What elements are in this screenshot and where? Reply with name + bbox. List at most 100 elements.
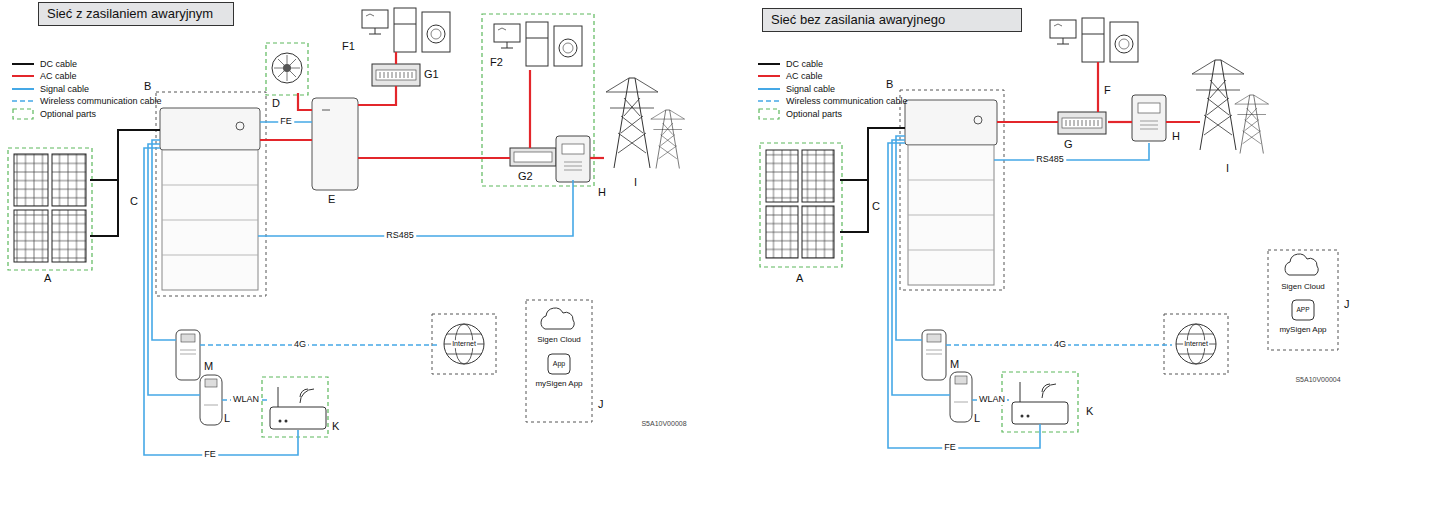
cable-label: RS485 — [384, 231, 416, 241]
component-box: I — [604, 78, 680, 170]
component-box: H — [556, 138, 590, 180]
callout-letter: E — [328, 193, 335, 205]
callout-letter: G1 — [424, 68, 439, 80]
cable-line — [358, 86, 396, 105]
component-box: G1 — [372, 64, 420, 86]
callout-letter: M — [950, 358, 959, 370]
component-box: E — [312, 98, 358, 190]
callout-letter: C — [130, 195, 138, 207]
cable-label: FE — [942, 443, 958, 453]
callout-letter: L — [224, 412, 230, 424]
cable-line — [298, 93, 312, 110]
cable-label: RS485 — [1034, 155, 1066, 165]
cable-line — [529, 70, 531, 148]
component-box: F2 — [488, 18, 588, 70]
component-box: D — [268, 45, 306, 93]
component-box: G — [1058, 112, 1108, 134]
caption-text: App — [552, 360, 566, 368]
callout-letter: G2 — [518, 170, 533, 182]
caption-text: Sigen Cloud — [537, 336, 581, 345]
callout-letter: J — [1344, 298, 1350, 310]
legend-text: Wireless communication cable — [786, 96, 908, 107]
caption-text: APP — [1295, 306, 1310, 313]
callout-letter: D — [272, 97, 280, 109]
cable-line — [997, 121, 1058, 123]
callout-letter: G — [1064, 138, 1073, 150]
cable-label: 4G — [1052, 340, 1068, 350]
callout-letter: M — [204, 360, 213, 372]
cable-line — [258, 180, 573, 236]
callout-letter: F1 — [342, 40, 355, 52]
cable-line — [90, 130, 160, 180]
component-box: L — [950, 372, 972, 422]
legend-text: Signal cable — [786, 84, 835, 95]
cable-line — [148, 144, 200, 395]
component-box: C — [162, 150, 258, 290]
component-box: Sigen CloudAPPmySigen AppJ — [1268, 250, 1338, 350]
cable-line — [395, 52, 397, 64]
cable-line — [1108, 121, 1132, 123]
component-box: C — [908, 145, 994, 285]
callout-letter: A — [44, 272, 51, 284]
component-box: F1 — [362, 8, 452, 52]
caption-text: mySigen App — [535, 380, 582, 389]
callout-letter: B — [144, 80, 151, 92]
caption-text: Internet — [1183, 340, 1209, 348]
cable-label: FE — [278, 117, 294, 127]
cable-line — [358, 157, 510, 159]
callout-letter: C — [872, 200, 880, 212]
callout-letter: A — [796, 272, 803, 284]
legend-text: DC cable — [40, 59, 77, 70]
component-box: K — [270, 385, 326, 430]
caption-text: Sigen Cloud — [1281, 283, 1325, 292]
legend-text: DC cable — [786, 59, 823, 70]
component-box: I — [1200, 60, 1272, 155]
legend-text: Wireless communication cable — [40, 96, 162, 107]
legend-text: Signal cable — [40, 84, 89, 95]
cable-line — [590, 157, 604, 159]
callout-letter: L — [974, 412, 980, 424]
callout-letter: I — [1226, 162, 1229, 174]
component-box: F — [1050, 18, 1142, 62]
legend-text: Optional parts — [40, 109, 96, 120]
cable-line — [1166, 121, 1200, 123]
legend-text: AC cable — [40, 71, 77, 82]
cable-line — [1097, 62, 1099, 112]
callout-letter: K — [332, 420, 339, 432]
caption-text: Internet — [451, 340, 477, 348]
callout-letter: I — [634, 176, 637, 188]
callout-letter: J — [598, 398, 604, 410]
component-box: G2 — [510, 148, 556, 166]
internet-globe: Internet — [440, 322, 488, 366]
component-box: M — [176, 330, 200, 380]
component-box: Sigen CloudAppmySigen AppJ — [526, 300, 592, 422]
drawing-code: S5A10V00008 — [641, 420, 686, 427]
callout-letter: H — [598, 186, 606, 198]
component-box: B — [905, 100, 997, 145]
component-box: K — [1012, 380, 1068, 424]
callout-letter: K — [1086, 405, 1093, 417]
title-box: Sieć z zasilaniem awaryjnym — [38, 2, 234, 26]
component-box: B — [160, 108, 260, 150]
cable-line — [260, 139, 312, 141]
cable-line — [888, 143, 1040, 448]
callout-letter: F — [1104, 84, 1111, 96]
caption-text: mySigen App — [1279, 326, 1326, 335]
cable-line — [144, 148, 298, 455]
left-system — [8, 8, 685, 437]
component-box: L — [200, 375, 222, 425]
panel-title: Sieć z zasilaniem awaryjnym — [47, 6, 225, 22]
component-box: A — [10, 150, 90, 268]
cable-line — [896, 136, 922, 340]
callout-letter: F2 — [490, 56, 503, 68]
panel-title: Sieć bez zasilania awaryjnego — [771, 12, 1013, 28]
cable-line — [892, 140, 950, 395]
component-box: M — [922, 330, 946, 380]
cable-label: 4G — [292, 340, 308, 350]
legend-text: AC cable — [786, 71, 823, 82]
component-box: A — [762, 145, 840, 265]
internet-globe: Internet — [1172, 322, 1220, 366]
right-system — [760, 18, 1338, 432]
